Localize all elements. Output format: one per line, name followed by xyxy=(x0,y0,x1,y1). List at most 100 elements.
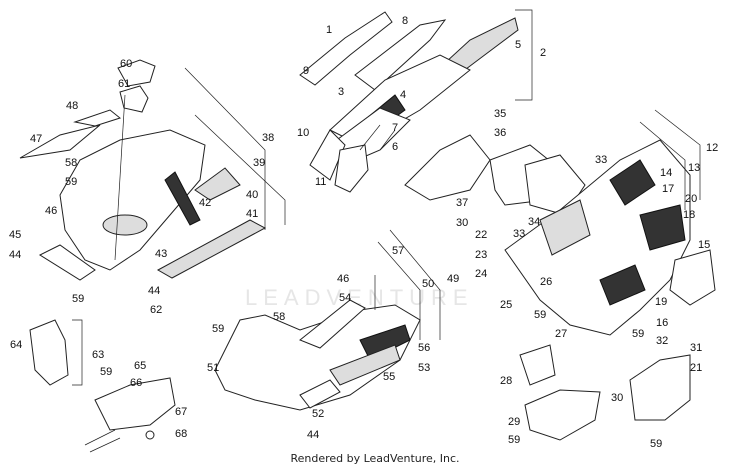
callout-1: 1 xyxy=(326,24,332,36)
part-group-duct xyxy=(404,134,586,216)
callout-52: 52 xyxy=(312,408,324,420)
bracket-38 xyxy=(184,67,266,230)
callout-59-bracket: 59 xyxy=(100,366,112,378)
callout-15: 15 xyxy=(698,239,710,251)
callout-17: 17 xyxy=(662,183,674,195)
callout-24: 24 xyxy=(475,268,487,280)
callout-53: 53 xyxy=(418,362,430,374)
callout-29: 29 xyxy=(508,416,520,428)
part-mesh-40 xyxy=(194,167,241,201)
callout-46-left: 46 xyxy=(45,205,57,217)
part-panel-64 xyxy=(29,319,69,386)
callout-22: 22 xyxy=(475,229,487,241)
callout-38: 38 xyxy=(262,132,274,144)
bracket-2 xyxy=(515,9,533,101)
callout-49: 49 xyxy=(447,273,459,285)
part-bolt-68 xyxy=(145,430,155,440)
part-group-top-left xyxy=(19,59,286,281)
callout-36: 36 xyxy=(494,127,506,139)
callout-44-left: 44 xyxy=(9,249,21,261)
callout-60: 60 xyxy=(120,58,132,70)
callout-67: 67 xyxy=(175,406,187,418)
callout-61: 61 xyxy=(118,78,130,90)
callout-30-duct: 30 xyxy=(456,217,468,229)
bracket-63 xyxy=(72,319,83,386)
part-bracket-68 xyxy=(84,429,121,453)
callout-44-bottom: 44 xyxy=(307,429,319,441)
part-vent-32 xyxy=(669,249,716,306)
callout-59-left: 59 xyxy=(65,176,77,188)
callout-59-bottom-right: 59 xyxy=(650,438,662,450)
part-side-10 xyxy=(309,129,346,181)
callout-labels: 1 2 3 4 5 6 7 8 9 10 11 12 13 14 15 16 1… xyxy=(9,15,718,450)
callout-51: 51 xyxy=(207,362,219,374)
part-group-top-center xyxy=(299,9,533,193)
callout-34: 34 xyxy=(528,216,540,228)
bracket-50 xyxy=(377,241,421,340)
callout-3: 3 xyxy=(338,86,344,98)
callout-59-right: 59 xyxy=(534,309,546,321)
callout-7: 7 xyxy=(392,122,398,134)
callout-62: 62 xyxy=(150,304,162,316)
part-decal-14 xyxy=(609,159,656,206)
callout-5: 5 xyxy=(515,39,521,51)
callout-14: 14 xyxy=(660,167,672,179)
callout-23: 23 xyxy=(475,249,487,261)
callout-47: 47 xyxy=(30,133,42,145)
callout-9: 9 xyxy=(303,65,309,77)
callout-30-vent: 30 xyxy=(611,392,623,404)
part-group-center xyxy=(214,229,441,411)
part-decal-48 xyxy=(73,109,122,127)
callout-63: 63 xyxy=(92,349,104,361)
callout-59-cover: 59 xyxy=(508,434,520,446)
callout-43: 43 xyxy=(155,248,167,260)
callout-31: 31 xyxy=(690,342,702,354)
part-duct-36 xyxy=(404,134,491,201)
part-stripe-56 xyxy=(359,324,411,361)
callout-12: 12 xyxy=(706,142,718,154)
part-skid-54 xyxy=(299,299,366,349)
callout-55: 55 xyxy=(383,371,395,383)
part-bracket-65 xyxy=(94,377,176,431)
callout-57: 57 xyxy=(392,245,404,257)
callout-46-center: 46 xyxy=(337,273,349,285)
part-panel-8 xyxy=(354,19,447,91)
callout-58-center: 58 xyxy=(273,311,285,323)
callout-2: 2 xyxy=(540,47,546,59)
part-decal-15 xyxy=(639,204,686,251)
part-decal-47 xyxy=(19,124,101,159)
part-gauge-60 xyxy=(117,59,156,87)
callout-41: 41 xyxy=(246,208,258,220)
callout-65: 65 xyxy=(134,360,146,372)
part-decal-19 xyxy=(599,264,646,306)
part-group-bottom-left xyxy=(29,319,176,453)
callout-32: 32 xyxy=(656,335,668,347)
leader-line xyxy=(114,94,126,261)
callout-68: 68 xyxy=(175,428,187,440)
part-cover-29 xyxy=(524,389,601,441)
part-opening xyxy=(102,214,148,236)
callout-21: 21 xyxy=(690,362,702,374)
callout-37: 37 xyxy=(456,197,468,209)
part-side-11 xyxy=(334,144,369,193)
callout-20: 20 xyxy=(685,193,697,205)
callout-50: 50 xyxy=(422,278,434,290)
callout-58-left: 58 xyxy=(65,157,77,169)
part-lower-45 xyxy=(38,244,96,281)
part-gauge-61 xyxy=(119,85,149,113)
callout-45: 45 xyxy=(9,229,21,241)
callout-59-panel: 59 xyxy=(72,293,84,305)
callout-35: 35 xyxy=(494,108,506,120)
part-plate-52 xyxy=(299,379,341,409)
footer-credit: Rendered by LeadVenture, Inc. xyxy=(290,452,460,465)
callout-56: 56 xyxy=(418,342,430,354)
part-detail-6 xyxy=(359,124,396,151)
callout-4: 4 xyxy=(400,89,406,101)
callout-39: 39 xyxy=(253,157,265,169)
part-group-right xyxy=(504,109,716,441)
bracket-49 xyxy=(389,229,441,340)
callout-44-mid: 44 xyxy=(148,285,160,297)
part-strut-42 xyxy=(164,171,201,226)
part-protector-55 xyxy=(329,344,401,386)
part-light-28 xyxy=(519,344,556,386)
